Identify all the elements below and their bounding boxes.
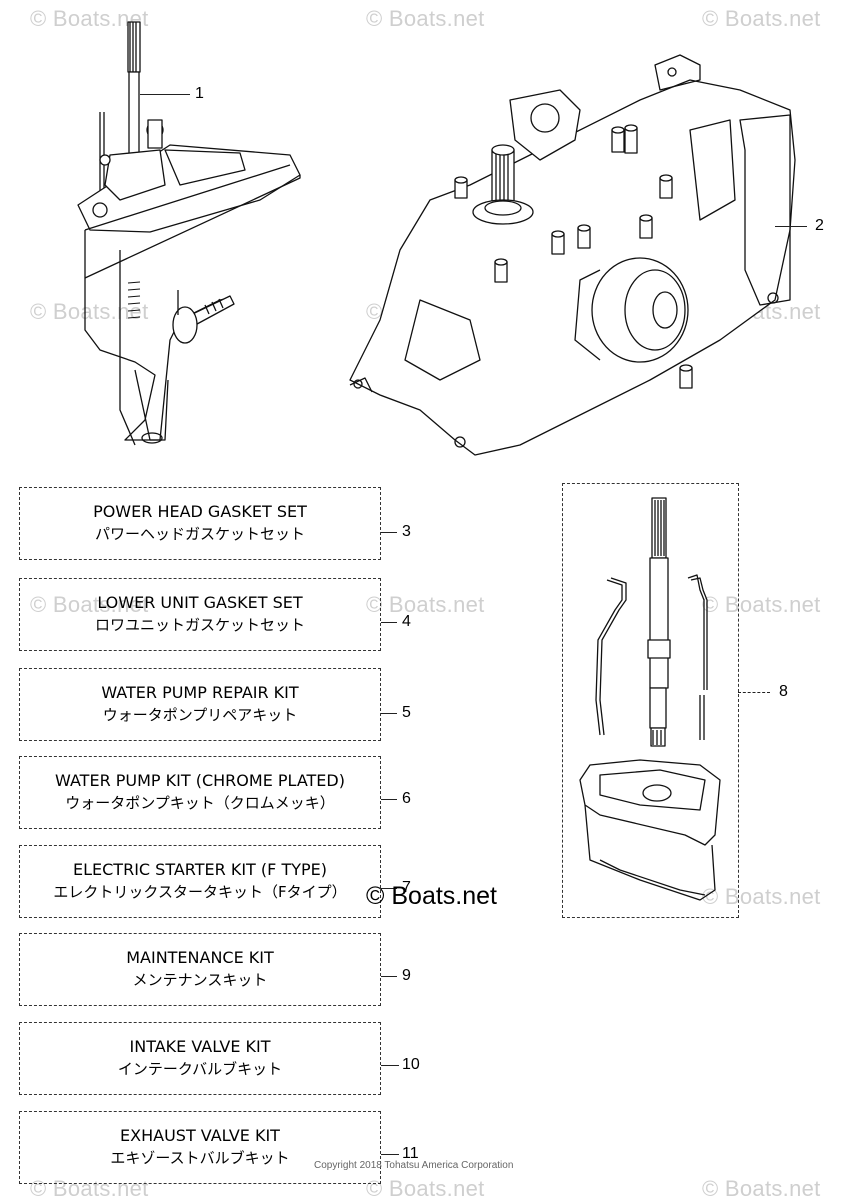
watermark: © Boats.net — [366, 592, 485, 617]
kit-name-en: ELECTRIC STARTER KIT (F TYPE) — [73, 860, 327, 879]
kit-box-water-pump-repair: WATER PUMP REPAIR KIT ウォータポンプリペアキット — [19, 668, 381, 741]
kit-box-power-head-gasket: POWER HEAD GASKET SET パワーヘッドガスケットセット — [19, 487, 381, 560]
lower-unit-drawing — [77, 21, 301, 446]
watermark: © Boats.net — [30, 299, 149, 324]
watermark: © Boats.net — [30, 592, 149, 617]
kit-name-en: EXHAUST VALVE KIT — [120, 1126, 280, 1145]
kit-leader — [381, 713, 397, 714]
leader-line-1 — [140, 94, 190, 95]
kit-number: 10 — [402, 1056, 420, 1073]
watermark: © Boats.net — [702, 884, 821, 909]
starter-kit-box — [562, 483, 739, 918]
kit-name-jp: ウォータポンプリペアキット — [102, 706, 298, 724]
kit-box-maintenance: MAINTENANCE KIT メンテナンスキット — [19, 933, 381, 1006]
kit-number: 4 — [402, 613, 411, 630]
kit-number: 11 — [402, 1145, 419, 1162]
callout-1: 1 — [195, 85, 204, 102]
callout-8: 8 — [779, 683, 788, 700]
watermark: © Boats.net — [702, 592, 821, 617]
kit-name-jp: ロワユニットガスケットセット — [94, 616, 305, 634]
leader-line-2 — [775, 226, 807, 227]
kit-number: 6 — [402, 790, 411, 807]
kit-name-en: INTAKE VALVE KIT — [129, 1037, 271, 1056]
kit-name-jp: メンテナンスキット — [132, 971, 268, 989]
kit-box-lower-unit-gasket: LOWER UNIT GASKET SET ロワユニットガスケットセット — [19, 578, 381, 651]
kit-box-exhaust-valve: EXHAUST VALVE KIT エキゾーストバルブキット — [19, 1111, 381, 1184]
kit-leader — [381, 1154, 399, 1155]
kit-name-jp: ウォータポンプキット（クロムメッキ） — [65, 794, 335, 812]
kit-name-jp: エレクトリックスタータキット（Fタイプ） — [53, 883, 347, 901]
copyright-text: Copyright 2018 Tohatsu America Corporati… — [314, 1160, 514, 1171]
kit-leader — [381, 799, 397, 800]
kit-number: 3 — [402, 523, 411, 540]
starter-kit-drawing — [579, 497, 721, 901]
kit-leader — [381, 532, 397, 533]
kit-leader — [381, 622, 397, 623]
kit-box-intake-valve: INTAKE VALVE KIT インテークバルブキット — [19, 1022, 381, 1095]
watermark: © Boats.net — [702, 6, 821, 31]
kit-name-en: WATER PUMP REPAIR KIT — [101, 683, 299, 702]
kit-name-en: MAINTENANCE KIT — [126, 948, 274, 967]
kit-leader — [381, 1065, 399, 1066]
kit-name-en: WATER PUMP KIT (CHROME PLATED) — [55, 771, 345, 790]
callout-2: 2 — [815, 217, 824, 234]
kit-box-electric-starter: ELECTRIC STARTER KIT (F TYPE) エレクトリックスター… — [19, 845, 381, 918]
kit-number: 5 — [402, 704, 411, 721]
kit-name-jp: エキゾーストバルブキット — [110, 1149, 290, 1167]
kit-number: 7 — [402, 879, 411, 896]
watermark: © Boats.net — [366, 1176, 485, 1201]
watermark: © Boats.net — [702, 1176, 821, 1201]
boats-net-watermark-large: © Boats.net — [366, 882, 497, 910]
kit-leader — [381, 976, 397, 977]
leader-line-8 — [738, 692, 770, 693]
kit-name-en: POWER HEAD GASKET SET — [93, 502, 307, 521]
cylinder-block-drawing — [349, 54, 796, 456]
kit-name-jp: パワーヘッドガスケットセット — [94, 525, 305, 543]
watermark: © Boats.net — [366, 6, 485, 31]
kit-name-jp: インテークバルブキット — [117, 1060, 283, 1078]
kit-number: 9 — [402, 967, 411, 984]
kit-name-en: LOWER UNIT GASKET SET — [97, 593, 303, 612]
kit-leader — [381, 888, 397, 889]
watermark: © Boats.net — [30, 1176, 149, 1201]
kit-box-water-pump-chrome: WATER PUMP KIT (CHROME PLATED) ウォータポンプキッ… — [19, 756, 381, 829]
